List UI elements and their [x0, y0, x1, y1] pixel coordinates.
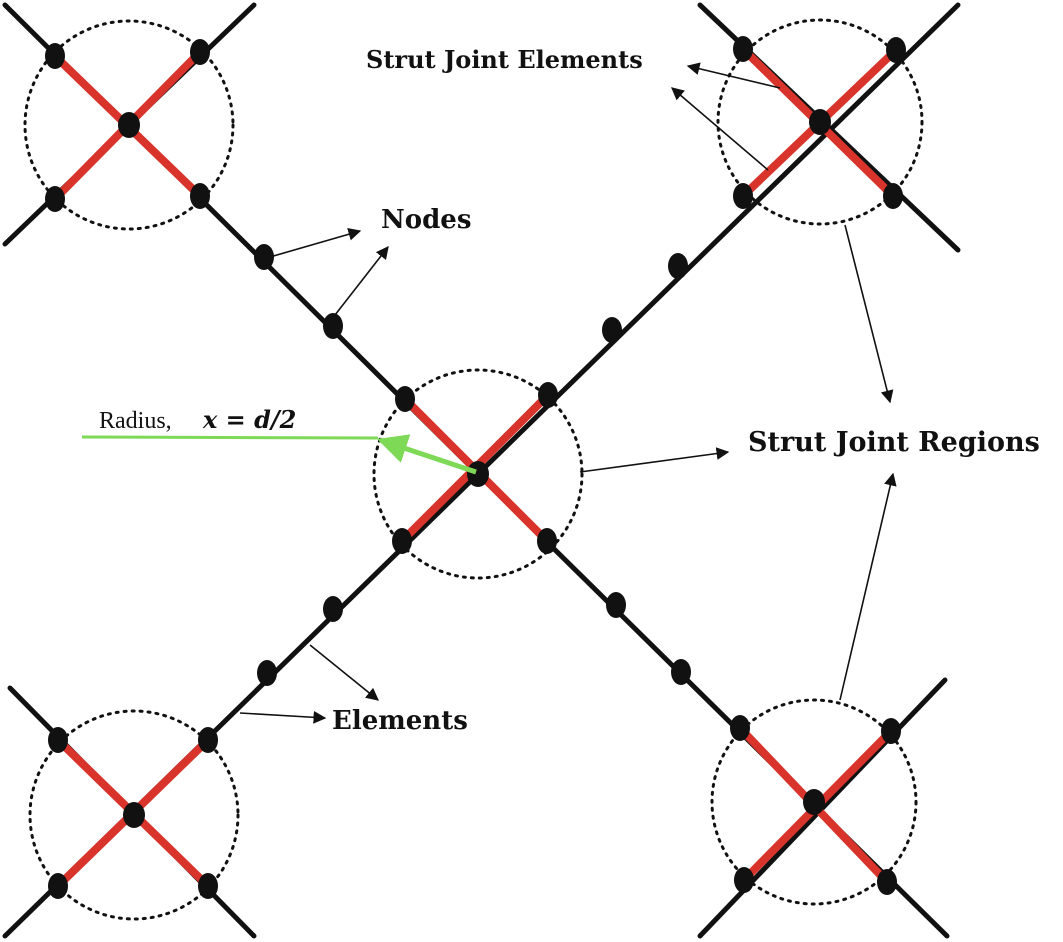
joint-region-top-left	[23, 19, 235, 231]
label-strut-joint-regions: Strut Joint Regions	[748, 427, 1040, 458]
label-elements: Elements	[332, 706, 468, 736]
label-radius-prefix: Radius,	[99, 408, 172, 434]
joint-region-bottom-left	[28, 709, 240, 921]
node	[733, 183, 753, 209]
node	[809, 109, 831, 135]
node	[467, 461, 489, 487]
label-strut-joint-elements: Strut Joint Elements	[366, 45, 643, 74]
node	[668, 253, 688, 279]
node	[537, 528, 557, 554]
node	[881, 718, 901, 744]
strut-joint-regions	[23, 18, 924, 921]
node	[45, 186, 65, 212]
node	[886, 37, 906, 63]
arrow-strut-joint-elements-2	[671, 87, 769, 171]
node	[538, 382, 558, 408]
node	[198, 873, 218, 899]
node	[395, 386, 415, 412]
strut-center-to-top-right	[475, 2, 961, 477]
node	[803, 789, 825, 815]
node	[123, 802, 145, 828]
label-nodes: Nodes	[381, 205, 471, 235]
node	[602, 317, 622, 343]
node	[45, 43, 65, 69]
node	[257, 660, 277, 686]
joint-region-center	[372, 368, 584, 580]
arrow-nodes-1	[269, 228, 362, 258]
node	[190, 183, 210, 209]
node	[48, 727, 68, 753]
node	[323, 313, 343, 339]
radius-arrow	[377, 434, 477, 475]
radius-leader-line	[81, 435, 379, 440]
arrow-elements-1	[309, 644, 379, 701]
radius-indicator	[81, 434, 477, 475]
node	[118, 112, 140, 138]
node	[254, 244, 274, 270]
node	[733, 36, 753, 62]
arrow-elements-2	[239, 710, 327, 724]
arrow-strut-joint-regions-center	[579, 447, 730, 473]
node	[606, 592, 626, 618]
joint-region-bottom-right	[710, 698, 918, 906]
node	[198, 727, 218, 753]
node	[190, 39, 210, 65]
node	[392, 528, 412, 554]
node	[883, 183, 903, 209]
arrow-nodes-2	[334, 245, 389, 316]
node	[48, 873, 68, 899]
node	[671, 659, 691, 685]
nodes	[45, 36, 906, 899]
annotation-arrows	[239, 62, 897, 724]
arrow-strut-joint-regions-top	[844, 224, 894, 404]
arrow-strut-joint-regions-bottom	[839, 472, 897, 701]
joint-region-top-right	[716, 18, 924, 226]
node	[730, 715, 750, 741]
node	[323, 596, 343, 622]
node	[877, 869, 897, 895]
label-radius-formula: x = d/2	[202, 405, 296, 434]
node	[734, 867, 754, 893]
arrow-strut-joint-elements-1	[686, 62, 781, 89]
